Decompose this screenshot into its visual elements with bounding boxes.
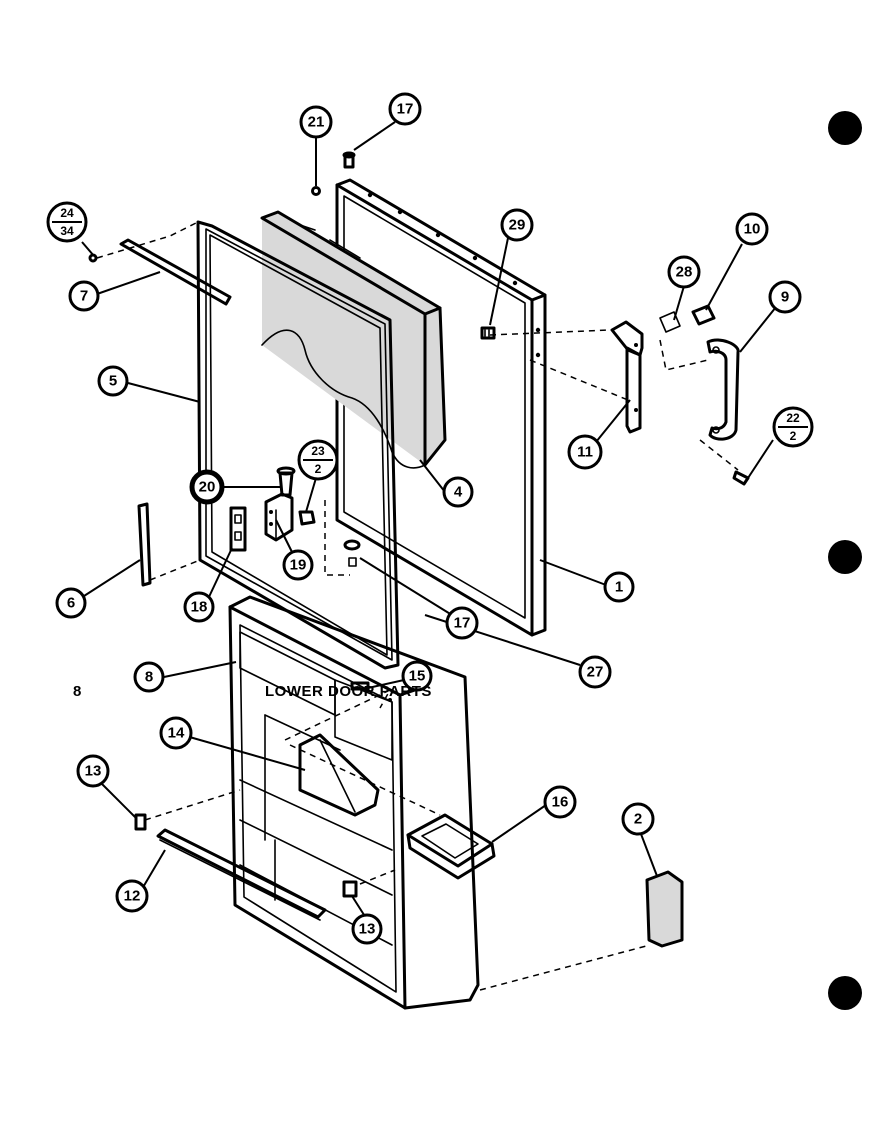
- svg-text:13: 13: [85, 763, 102, 780]
- callout-11: 11: [567, 434, 603, 470]
- svg-text:17: 17: [454, 615, 471, 632]
- page-number: 8: [73, 683, 82, 700]
- svg-text:27: 27: [587, 664, 604, 681]
- handle-bracket: [610, 320, 644, 434]
- callout-28: 28: [667, 255, 701, 289]
- callout-14: 14: [159, 716, 193, 750]
- nut-21: [311, 186, 321, 196]
- diagram-caption: LOWER DOOR PARTS: [265, 683, 432, 700]
- svg-text:29: 29: [509, 217, 526, 234]
- svg-text:28: 28: [676, 264, 693, 281]
- leader-lines: [81, 121, 777, 919]
- callout-19: 19: [282, 549, 314, 581]
- callout-8: 8: [133, 661, 165, 693]
- binder-hole-top: [828, 111, 862, 145]
- bottom-trim: [156, 828, 327, 921]
- binder-hole-bottom: [828, 976, 862, 1010]
- callout-6: 6: [55, 587, 87, 619]
- callout-9: 9: [768, 280, 802, 314]
- svg-text:6: 6: [67, 595, 75, 612]
- door-gasket: [196, 220, 400, 670]
- callout-18: 18: [183, 591, 215, 623]
- callout-13-right: 13: [351, 913, 383, 945]
- svg-text:8: 8: [145, 669, 153, 686]
- callout-15: 15: [401, 660, 433, 692]
- callout-7: 7: [68, 280, 100, 312]
- dispenser-plate: [298, 733, 380, 817]
- svg-text:4: 4: [454, 484, 463, 501]
- svg-text:21: 21: [308, 114, 325, 131]
- screw-22: [732, 470, 750, 486]
- clip-13-right: [342, 880, 358, 898]
- label-28: [659, 311, 681, 333]
- svg-text:12: 12: [124, 888, 141, 905]
- callout-10: 10: [735, 212, 769, 246]
- clip-29: [480, 326, 496, 340]
- callout-5: 5: [97, 365, 129, 397]
- callout-17-top: 17: [388, 92, 422, 126]
- door-handle: [706, 338, 740, 441]
- drip-tray: [406, 813, 496, 880]
- trim-strip: [137, 502, 152, 587]
- svg-text:14: 14: [168, 725, 185, 742]
- callout-17-bottom: 17: [445, 606, 479, 640]
- svg-text:5: 5: [109, 373, 117, 390]
- svg-text:10: 10: [744, 221, 761, 238]
- switch-15: [350, 681, 370, 691]
- clip-13-left: [134, 813, 147, 831]
- assembly-lines: [96, 221, 739, 991]
- insulation-block: [260, 210, 447, 469]
- svg-text:2: 2: [315, 462, 322, 476]
- lower-door-panel: [228, 595, 480, 1010]
- callout-29: 29: [500, 208, 534, 242]
- svg-text:2: 2: [634, 811, 642, 828]
- svg-text:22: 22: [786, 411, 800, 425]
- svg-text:18: 18: [191, 599, 208, 616]
- svg-text:15: 15: [409, 668, 426, 685]
- callout-4: 4: [442, 476, 474, 508]
- svg-text:19: 19: [290, 557, 307, 574]
- callout-24-34: 24 34: [46, 201, 88, 243]
- svg-text:16: 16: [552, 794, 569, 811]
- svg-text:17: 17: [397, 101, 414, 118]
- callout-13-left: 13: [76, 754, 110, 788]
- svg-text:34: 34: [60, 224, 74, 238]
- svg-text:7: 7: [80, 288, 88, 305]
- svg-text:9: 9: [781, 289, 789, 306]
- svg-text:13: 13: [359, 921, 376, 938]
- callout-23-2: 23 2: [297, 439, 339, 481]
- callout-21: 21: [299, 105, 333, 139]
- callout-2: 2: [621, 802, 655, 836]
- callout-22-2: 22 2: [772, 406, 814, 448]
- callout-20: 20: [189, 469, 225, 505]
- door-outer-frame: [335, 178, 547, 637]
- top-strip: [119, 238, 232, 306]
- callout-16: 16: [543, 785, 577, 819]
- svg-text:11: 11: [577, 444, 593, 461]
- svg-text:23: 23: [311, 444, 325, 458]
- svg-text:1: 1: [615, 579, 623, 596]
- binder-hole-middle: [828, 540, 862, 574]
- callout-27: 27: [578, 655, 612, 689]
- svg-text:20: 20: [199, 479, 216, 496]
- svg-text:24: 24: [60, 206, 74, 220]
- hinge-plate: [229, 506, 247, 552]
- callout-1: 1: [603, 571, 635, 603]
- bushing-bottom: [343, 539, 361, 567]
- foam-pad: [645, 870, 684, 948]
- callout-12: 12: [115, 879, 149, 913]
- svg-text:2: 2: [790, 429, 797, 443]
- label-10: [691, 304, 716, 326]
- bushing-top: [342, 151, 356, 169]
- door-stop-assembly: [264, 466, 316, 542]
